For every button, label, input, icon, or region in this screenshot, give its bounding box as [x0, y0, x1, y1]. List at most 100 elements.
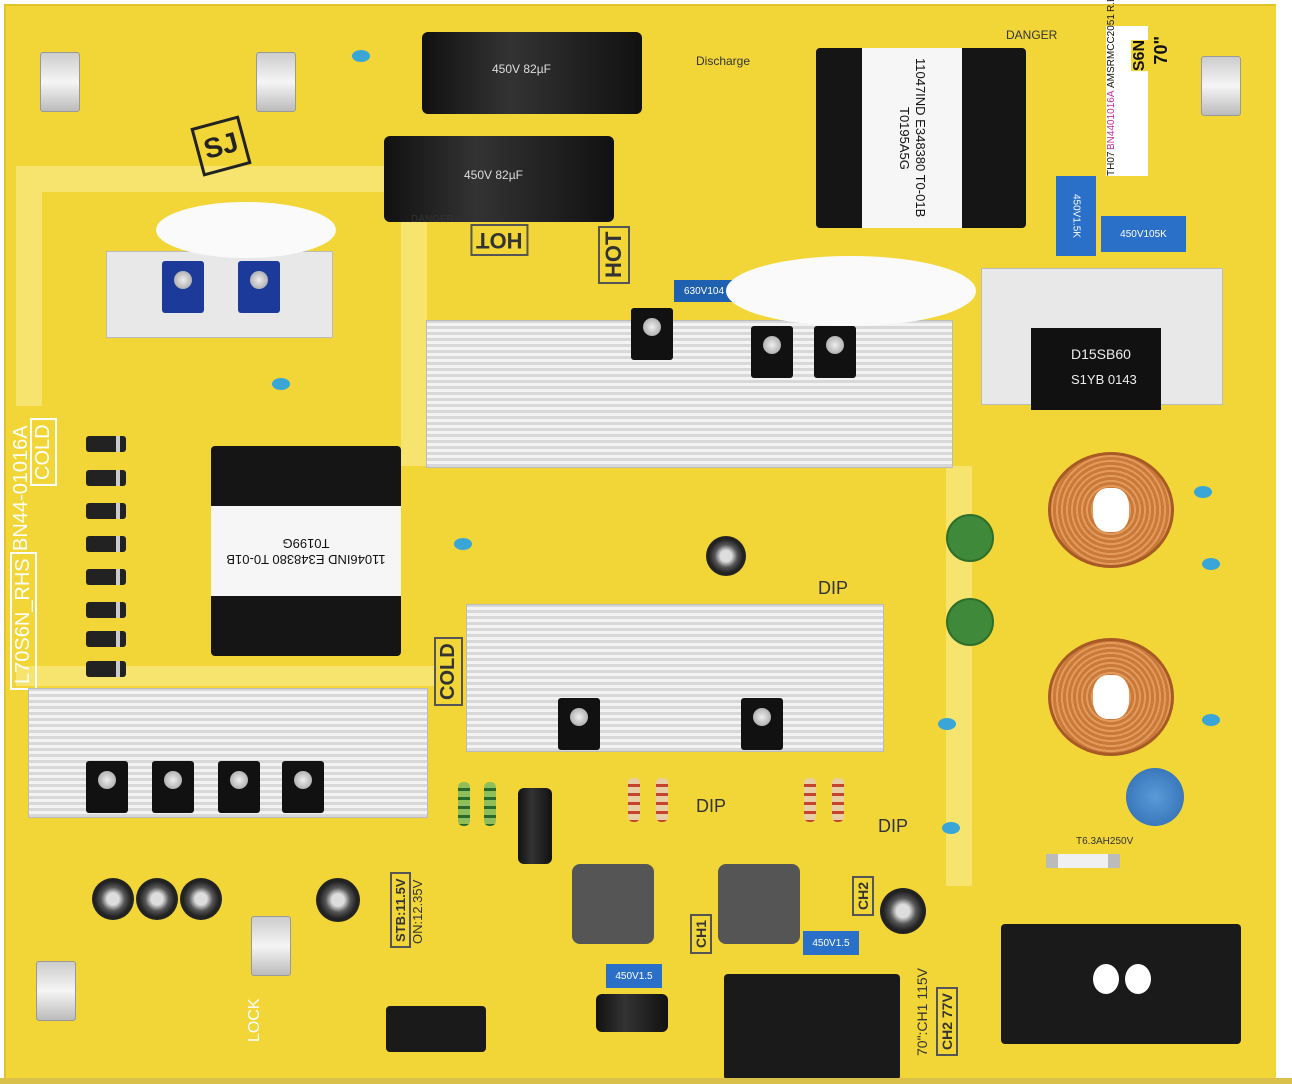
fuse-label: T6.3AH250V [1076, 836, 1134, 847]
common-mode-choke [1048, 452, 1174, 568]
output-inductor [718, 864, 800, 944]
transistor [152, 761, 194, 813]
inlet-pin [1093, 964, 1119, 994]
lock-label: LOCK [246, 998, 263, 1042]
lug-terminal [256, 52, 296, 112]
bridge-label: D15SB60 [1071, 346, 1131, 362]
dip-label: DIP [818, 578, 849, 598]
resistor [832, 778, 844, 822]
film-capacitor: 450V1.5K [1056, 176, 1096, 256]
lug-terminal [1201, 56, 1241, 116]
bridge-rectifier: D15SB60 S1YB 0143 [1031, 328, 1161, 410]
heatsink-plate [106, 251, 333, 338]
trace [16, 166, 42, 406]
electrolytic-capacitor [136, 878, 178, 920]
ceramic-capacitor [272, 378, 290, 390]
ch1-label: CH1 [690, 913, 712, 954]
cold-label: COLD [30, 418, 57, 486]
glue [156, 202, 336, 258]
diode [86, 569, 126, 585]
ceramic-capacitor [942, 822, 960, 834]
output-connector [724, 974, 900, 1080]
glue [726, 256, 976, 326]
diode [86, 661, 126, 677]
diode [86, 536, 126, 552]
on-voltage-label: ON:12.35V [410, 879, 425, 944]
heatsink [426, 320, 953, 468]
sticker-code: TH07 [1106, 151, 1117, 176]
film-capacitor: 450V1.5 [606, 964, 662, 988]
danger-label: DANGER [1006, 28, 1058, 42]
electrolytic-capacitor [518, 788, 552, 864]
transistor [86, 761, 128, 813]
image-edge [1276, 0, 1292, 1084]
resistor [804, 778, 816, 822]
diode [86, 503, 126, 519]
hot-label: HOT [470, 224, 529, 256]
film-capacitor: 450V1.5 [803, 931, 859, 955]
image-bottom-edge [0, 1078, 1292, 1084]
dip-label-3: DIP [878, 816, 909, 836]
transistor [814, 326, 856, 378]
electrolytic-capacitor [706, 536, 746, 576]
electrolytic-capacitor [316, 878, 360, 922]
ch2-voltage-label: CH2 77V [936, 987, 958, 1056]
film-capacitor: 630V104 [674, 280, 734, 302]
transistor [631, 308, 673, 360]
main-transformer: 11047IND E348380 T0-01B T0195A5G [816, 48, 1026, 228]
sticker-size: 70" [1151, 36, 1171, 65]
trace [16, 666, 436, 686]
ceramic-capacitor [1194, 486, 1212, 498]
inlet-pin [1125, 964, 1151, 994]
sticker-series: S6N [1131, 40, 1149, 72]
y-capacitor [1126, 768, 1184, 826]
varistor [946, 598, 994, 646]
ceramic-capacitor [1202, 714, 1220, 726]
diode [86, 470, 126, 486]
output-inductor [572, 864, 654, 944]
varistor [946, 514, 994, 562]
diode [86, 436, 126, 452]
electrolytic-capacitor [180, 878, 222, 920]
sticker-rev: R.B [1106, 0, 1117, 13]
ch2-label: CH2 [852, 875, 874, 916]
hot-label-2: HOT [598, 225, 630, 284]
resistor [656, 778, 668, 822]
resistor [484, 782, 496, 826]
ceramic-capacitor [938, 718, 956, 730]
ceramic-capacitor [352, 50, 370, 62]
ch1-voltage-label: 70":CH1 115V [914, 968, 930, 1056]
common-mode-choke [1048, 638, 1174, 756]
bulk-capacitor: 450V 82µF [384, 136, 614, 222]
fuse [1046, 854, 1120, 868]
transistor [558, 698, 600, 750]
transistor [238, 261, 280, 313]
transistor [282, 761, 324, 813]
electrolytic-capacitor [596, 994, 668, 1032]
danger-label: DANGER [411, 214, 454, 225]
transistor [162, 261, 204, 313]
diode [86, 631, 126, 647]
bridge-code: S1YB 0143 [1071, 372, 1137, 387]
transistor [751, 326, 793, 378]
lug-terminal [40, 52, 80, 112]
model-label: L70S6N_RHS [10, 552, 37, 690]
bulk-capacitor: 450V 82µF [422, 32, 642, 114]
ceramic-capacitor [454, 538, 472, 550]
ceramic-capacitor [1202, 558, 1220, 570]
resistor [458, 782, 470, 826]
pcb-board: SJ 450V 82µF 450V 82µF Discharge DANGER … [4, 0, 1280, 1082]
lug-terminal [251, 916, 291, 976]
stb-voltage-label: STB:11.5V [390, 872, 411, 948]
standby-transformer: 11046IND E348380 T0-01B T0199G [211, 446, 401, 656]
transistor [218, 761, 260, 813]
lug-terminal [36, 961, 76, 1021]
resistor [628, 778, 640, 822]
heatsink [466, 604, 884, 752]
electrolytic-capacitor [92, 878, 134, 920]
sticker-serial: AMSRMCC2051 [1106, 14, 1117, 89]
trace [16, 166, 416, 192]
sticker-part: BN4401016A [1106, 90, 1117, 150]
transistor [741, 698, 783, 750]
diode [86, 602, 126, 618]
